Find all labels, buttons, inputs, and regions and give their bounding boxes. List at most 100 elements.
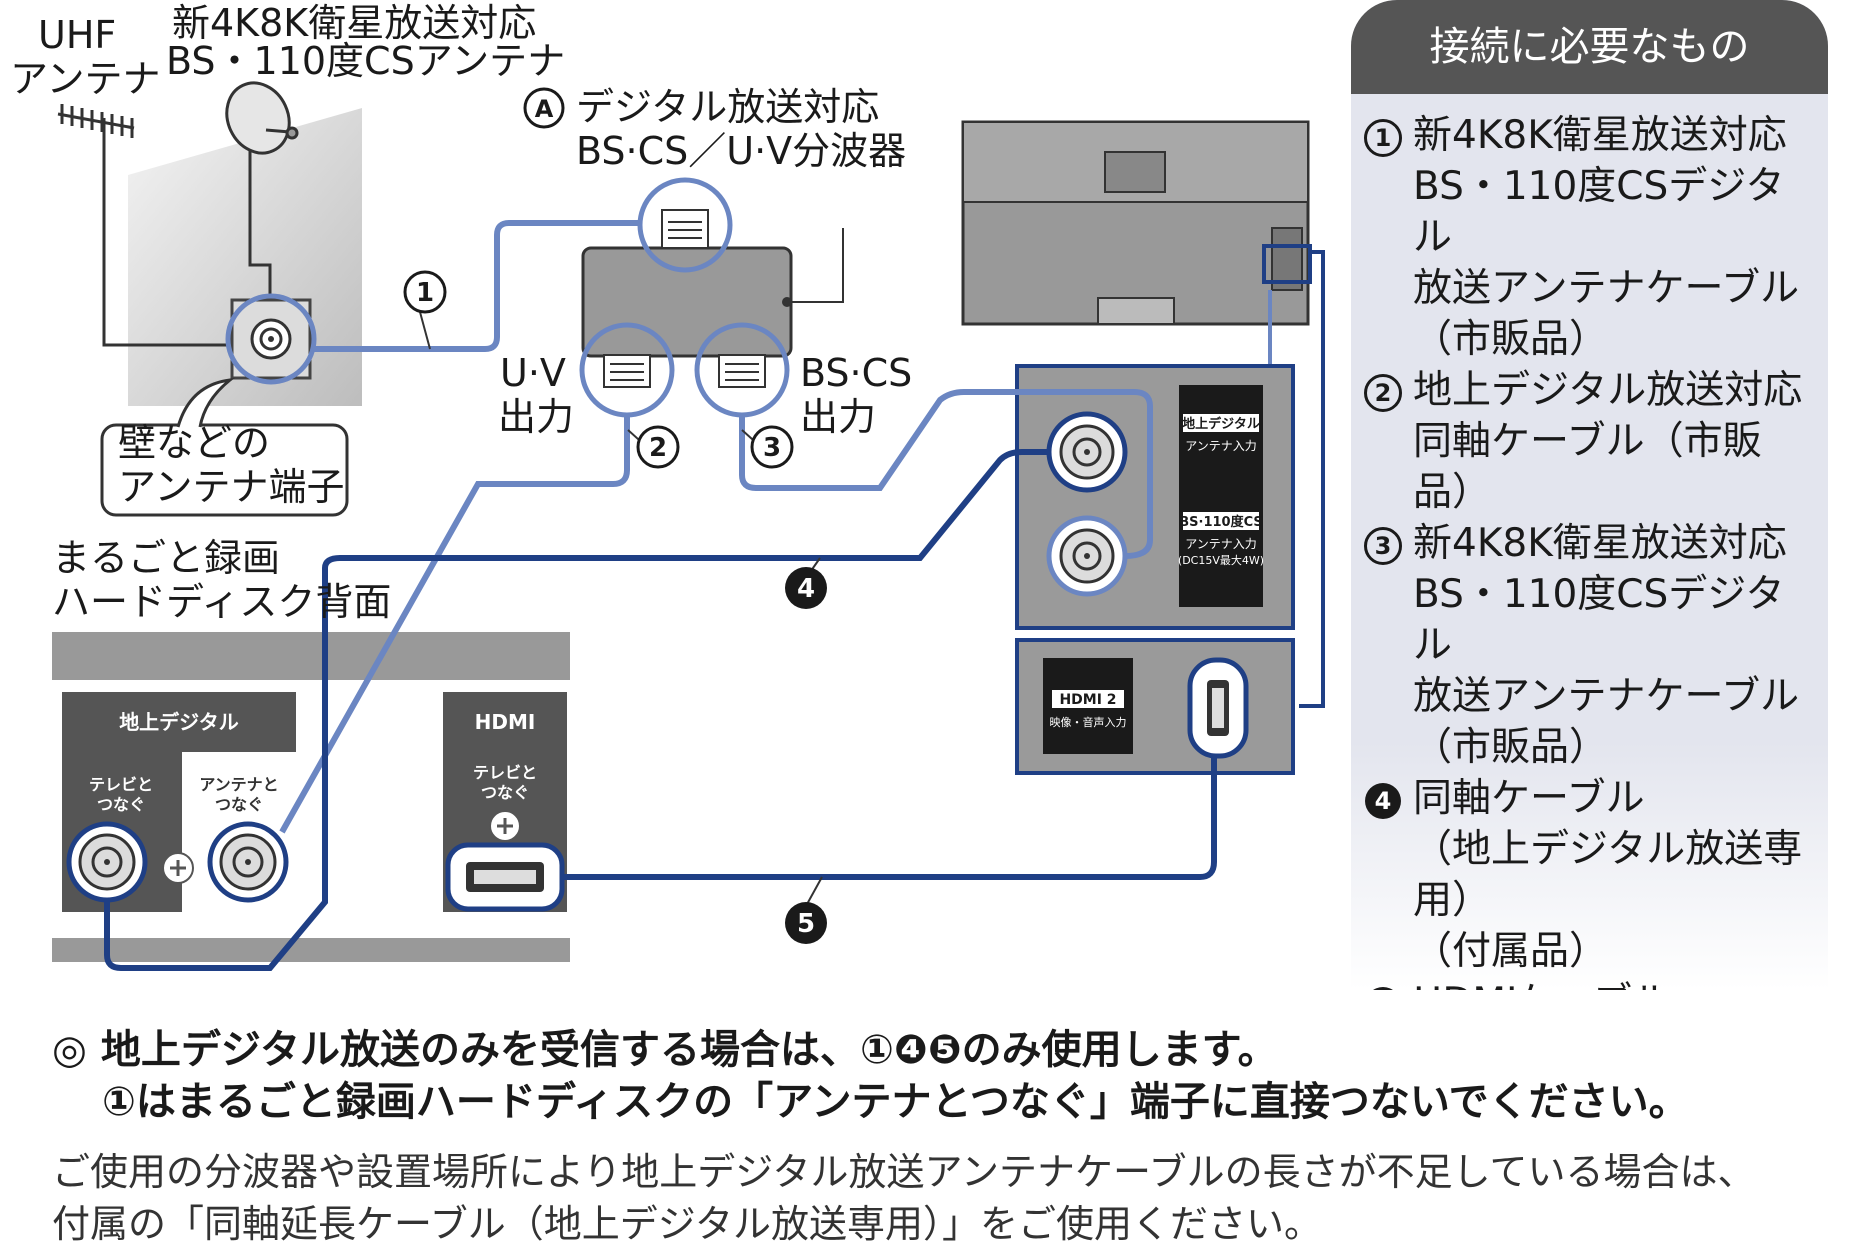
required-item-mark-glyph: 4 <box>1365 782 1401 819</box>
hdd-back-label-line2: ハードディスク背面 <box>52 580 392 624</box>
splitter-mark-label: A <box>535 95 554 123</box>
required-item-mark: 1 <box>1361 110 1405 161</box>
hdd-to-tv-label-line1: テレビと <box>89 775 153 794</box>
required-item-text: BS・110度CSデジタル <box>1413 572 1785 668</box>
required-items-title: 接続に必要なもの <box>1351 0 1828 94</box>
cable-3 <box>739 389 1153 559</box>
tv-hdmi-label-line1: HDMI 2 <box>1059 692 1116 708</box>
cable-mark-3: 3 <box>750 425 794 469</box>
required-item-mark: 5 <box>1361 977 1405 990</box>
connection-diagram: 1 2 3 4 5 A 地上デジタル テレビと つなぐ アンテナと つなぐ HD… <box>52 81 1325 971</box>
notes: ◎ 地上デジタル放送のみを受信する場合は、①❹❺のみ使用します。 ①はまるごと録… <box>52 1024 1812 1250</box>
cable-mark-4: 4 <box>785 567 827 609</box>
cable-4 <box>104 449 1049 971</box>
note-bold-line1: ◎ 地上デジタル放送のみを受信する場合は、①❹❺のみ使用します。 <box>52 1027 1278 1073</box>
wall-terminal-callout <box>100 377 349 517</box>
uhf-antenna-label-line1: UHF <box>38 13 117 57</box>
required-item-5-line-1: 5 HDMIケーブル <box>1351 977 1828 990</box>
tv-back <box>961 120 1325 708</box>
cable-mark-2-label: 2 <box>649 433 667 463</box>
hdd-terrestrial-header: 地上デジタル <box>119 710 239 734</box>
hdd-to-antenna-label-line2: つなぐ <box>215 795 263 814</box>
tv-hdmi-label-line2: 映像・音声入力 <box>1050 715 1127 729</box>
hdd-hdmi-header: HDMI <box>475 710 536 734</box>
required-item-mark: 3 <box>1361 518 1405 569</box>
required-item-3-line-2: BS・110度CSデジタル <box>1351 569 1828 671</box>
required-item-1-line-4: （市販品） <box>1351 314 1828 365</box>
required-item-4-line-1: 4 同軸ケーブル <box>1351 773 1828 824</box>
required-item-text: （付属品） <box>1413 929 1609 974</box>
uv-output-label-line1: U·V <box>500 351 566 395</box>
wall-terminal-label-line1: 壁などの <box>118 421 271 465</box>
satellite-antenna-label-line2: BS・110度CSアンテナ <box>166 39 566 83</box>
cable-mark-1: 1 <box>403 270 447 314</box>
required-item-4-line-2: （地上デジタル放送専用） <box>1351 824 1828 926</box>
splitter-label-line2: BS·CS／U·V分波器 <box>576 129 907 173</box>
satellite-dish-icon <box>225 81 299 200</box>
cable-1 <box>314 220 640 352</box>
hdd-to-tv-label-line2: つなぐ <box>97 795 145 814</box>
required-item-text: 同軸ケーブル（市販品） <box>1413 419 1762 515</box>
required-item-mark-glyph: 1 <box>1364 118 1402 157</box>
cable-mark-5-label: 5 <box>797 909 815 939</box>
required-item-text: 放送アンテナケーブル <box>1413 674 1800 719</box>
tv-antenna-input-panel <box>1015 364 1295 630</box>
cable-mark-5: 5 <box>785 902 827 944</box>
required-item-text: （市販品） <box>1413 725 1609 770</box>
hdd-hdmi-to-tv-label-line1: テレビと <box>473 763 537 782</box>
required-item-text: 新4K8K衛星放送対応 <box>1413 113 1787 158</box>
required-item-text: （地上デジタル放送専用） <box>1413 827 1803 923</box>
note-bold-line2: ①はまるごと録画ハードディスクの「アンテナとつなぐ」端子に直接つないでください。 <box>102 1079 1689 1125</box>
tv-terrestrial-input-line1: 地上デジタル <box>1182 416 1260 432</box>
required-item-3-line-1: 3 新4K8K衛星放送対応 <box>1351 518 1828 569</box>
tv-terrestrial-input-line2: アンテナ入力 <box>1185 439 1257 453</box>
required-item-mark-glyph: 3 <box>1364 526 1402 565</box>
wall-antenna-terminal <box>225 293 317 385</box>
splitter-mark: A <box>523 87 565 129</box>
cable-5 <box>562 756 1217 880</box>
required-item-4-line-3: （付属品） <box>1351 926 1828 977</box>
required-item-mark-glyph: 5 <box>1365 986 1401 990</box>
tv-hdmi-panel <box>1015 638 1295 775</box>
required-item-3-line-4: （市販品） <box>1351 722 1828 773</box>
cable-2 <box>279 415 630 834</box>
required-item-1-line-1: 1 新4K8K衛星放送対応 <box>1351 110 1828 161</box>
cable-mark-3-label: 3 <box>763 433 781 463</box>
dish-wire <box>248 200 272 305</box>
wall-terminal-label-line2: アンテナ端子 <box>118 465 345 509</box>
tv-bscs-input-line2: アンテナ入力 <box>1185 537 1257 551</box>
required-item-text: （市販品） <box>1413 317 1609 362</box>
note-plain: ご使用の分波器や設置場所により地上デジタル放送アンテナケーブルの長さが不足してい… <box>52 1146 1812 1250</box>
required-item-3-line-3: 放送アンテナケーブル <box>1351 671 1828 722</box>
cable-mark-4-label: 4 <box>797 574 815 604</box>
required-item-1-line-3: 放送アンテナケーブル <box>1351 263 1828 314</box>
required-item-text: BS・110度CSデジタル <box>1413 164 1785 260</box>
note-plain-line2: 付属の「同軸延長ケーブル（地上デジタル放送専用）」をご使用ください。 <box>52 1202 1322 1246</box>
satellite-antenna-label-line1: 新4K8K衛星放送対応 <box>172 1 537 45</box>
hdd-hdmi-to-tv-label-line2: つなぐ <box>481 783 529 802</box>
required-item-mark: 4 <box>1361 773 1405 824</box>
antenna-wire <box>102 270 238 347</box>
tv-bscs-input-line3: (DC15V最大4W) <box>1178 553 1264 567</box>
cable-mark-2: 2 <box>636 425 680 469</box>
required-item-2-line-2: 同軸ケーブル（市販品） <box>1351 416 1828 518</box>
note-bold: ◎ 地上デジタル放送のみを受信する場合は、①❹❺のみ使用します。 ①はまるごと録… <box>52 1024 1812 1128</box>
required-item-text: 同軸ケーブル <box>1413 776 1645 821</box>
tv-bscs-input-line1: BS·110度CS <box>1179 514 1263 530</box>
required-item-text: 新4K8K衛星放送対応 <box>1413 521 1787 566</box>
note-plain-line1: ご使用の分波器や設置場所により地上デジタル放送アンテナケーブルの長さが不足してい… <box>52 1150 1756 1194</box>
splitter-label-line1: デジタル放送対応 <box>576 85 880 129</box>
uhf-antenna-label-line2: アンテナ <box>10 57 161 101</box>
bscs-output-label-line1: BS·CS <box>800 351 913 395</box>
uhf-antenna-icon <box>57 104 135 270</box>
required-item-text: HDMIケーブル <box>1413 980 1671 990</box>
cable-mark-1-label: 1 <box>416 278 434 308</box>
required-item-text: 地上デジタル放送対応 <box>1413 368 1803 413</box>
hdd-back-label-line1: まるごと録画 <box>52 536 281 580</box>
bscs-output-label-line2: 出力 <box>800 395 877 439</box>
uv-output-label-line2: 出力 <box>498 395 575 439</box>
hdd-back <box>52 632 570 962</box>
